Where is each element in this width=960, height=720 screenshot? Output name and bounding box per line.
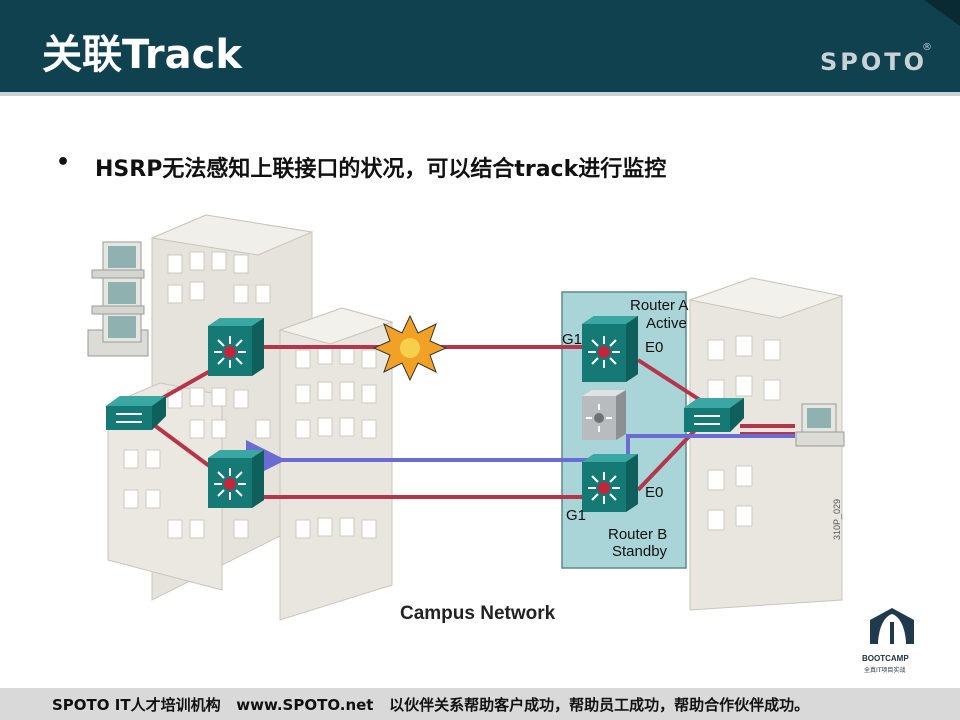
footer-text: SPOTO IT人才培训机构 www.SPOTO.net 以伙伴关系帮助客户成功…: [52, 694, 809, 715]
iface-g1-top: G1: [562, 331, 582, 348]
router-b-icon: [582, 454, 638, 512]
bootcamp-name: BOOTCAMP: [862, 654, 909, 663]
router-a-icon: [582, 316, 638, 382]
burst-core: [400, 338, 420, 358]
iface-e0-bottom: E0: [645, 484, 663, 501]
iface-g1-bottom: G1: [566, 507, 586, 524]
access-switch-gray-icon: [582, 390, 626, 440]
multilayer-switch-icon: [208, 318, 264, 376]
router-a-state: Active: [646, 315, 687, 332]
workgroup-switch-icon: [684, 398, 744, 432]
workgroup-switch-icon: [106, 396, 166, 430]
iface-e0-top: E0: [645, 339, 663, 356]
figure-id: 310P_029: [832, 499, 842, 540]
router-b-name: Router B: [608, 526, 667, 543]
pc-stack-icon: [88, 242, 148, 356]
router-a-name: Router A: [630, 297, 688, 314]
bootcamp-subtitle: 全真IT项目实战: [864, 665, 905, 674]
multilayer-switch-icon: [208, 450, 264, 508]
router-b-state: Standby: [612, 543, 668, 560]
bootcamp-badge-icon: [870, 608, 914, 644]
diagram-caption: Campus Network: [400, 603, 555, 625]
